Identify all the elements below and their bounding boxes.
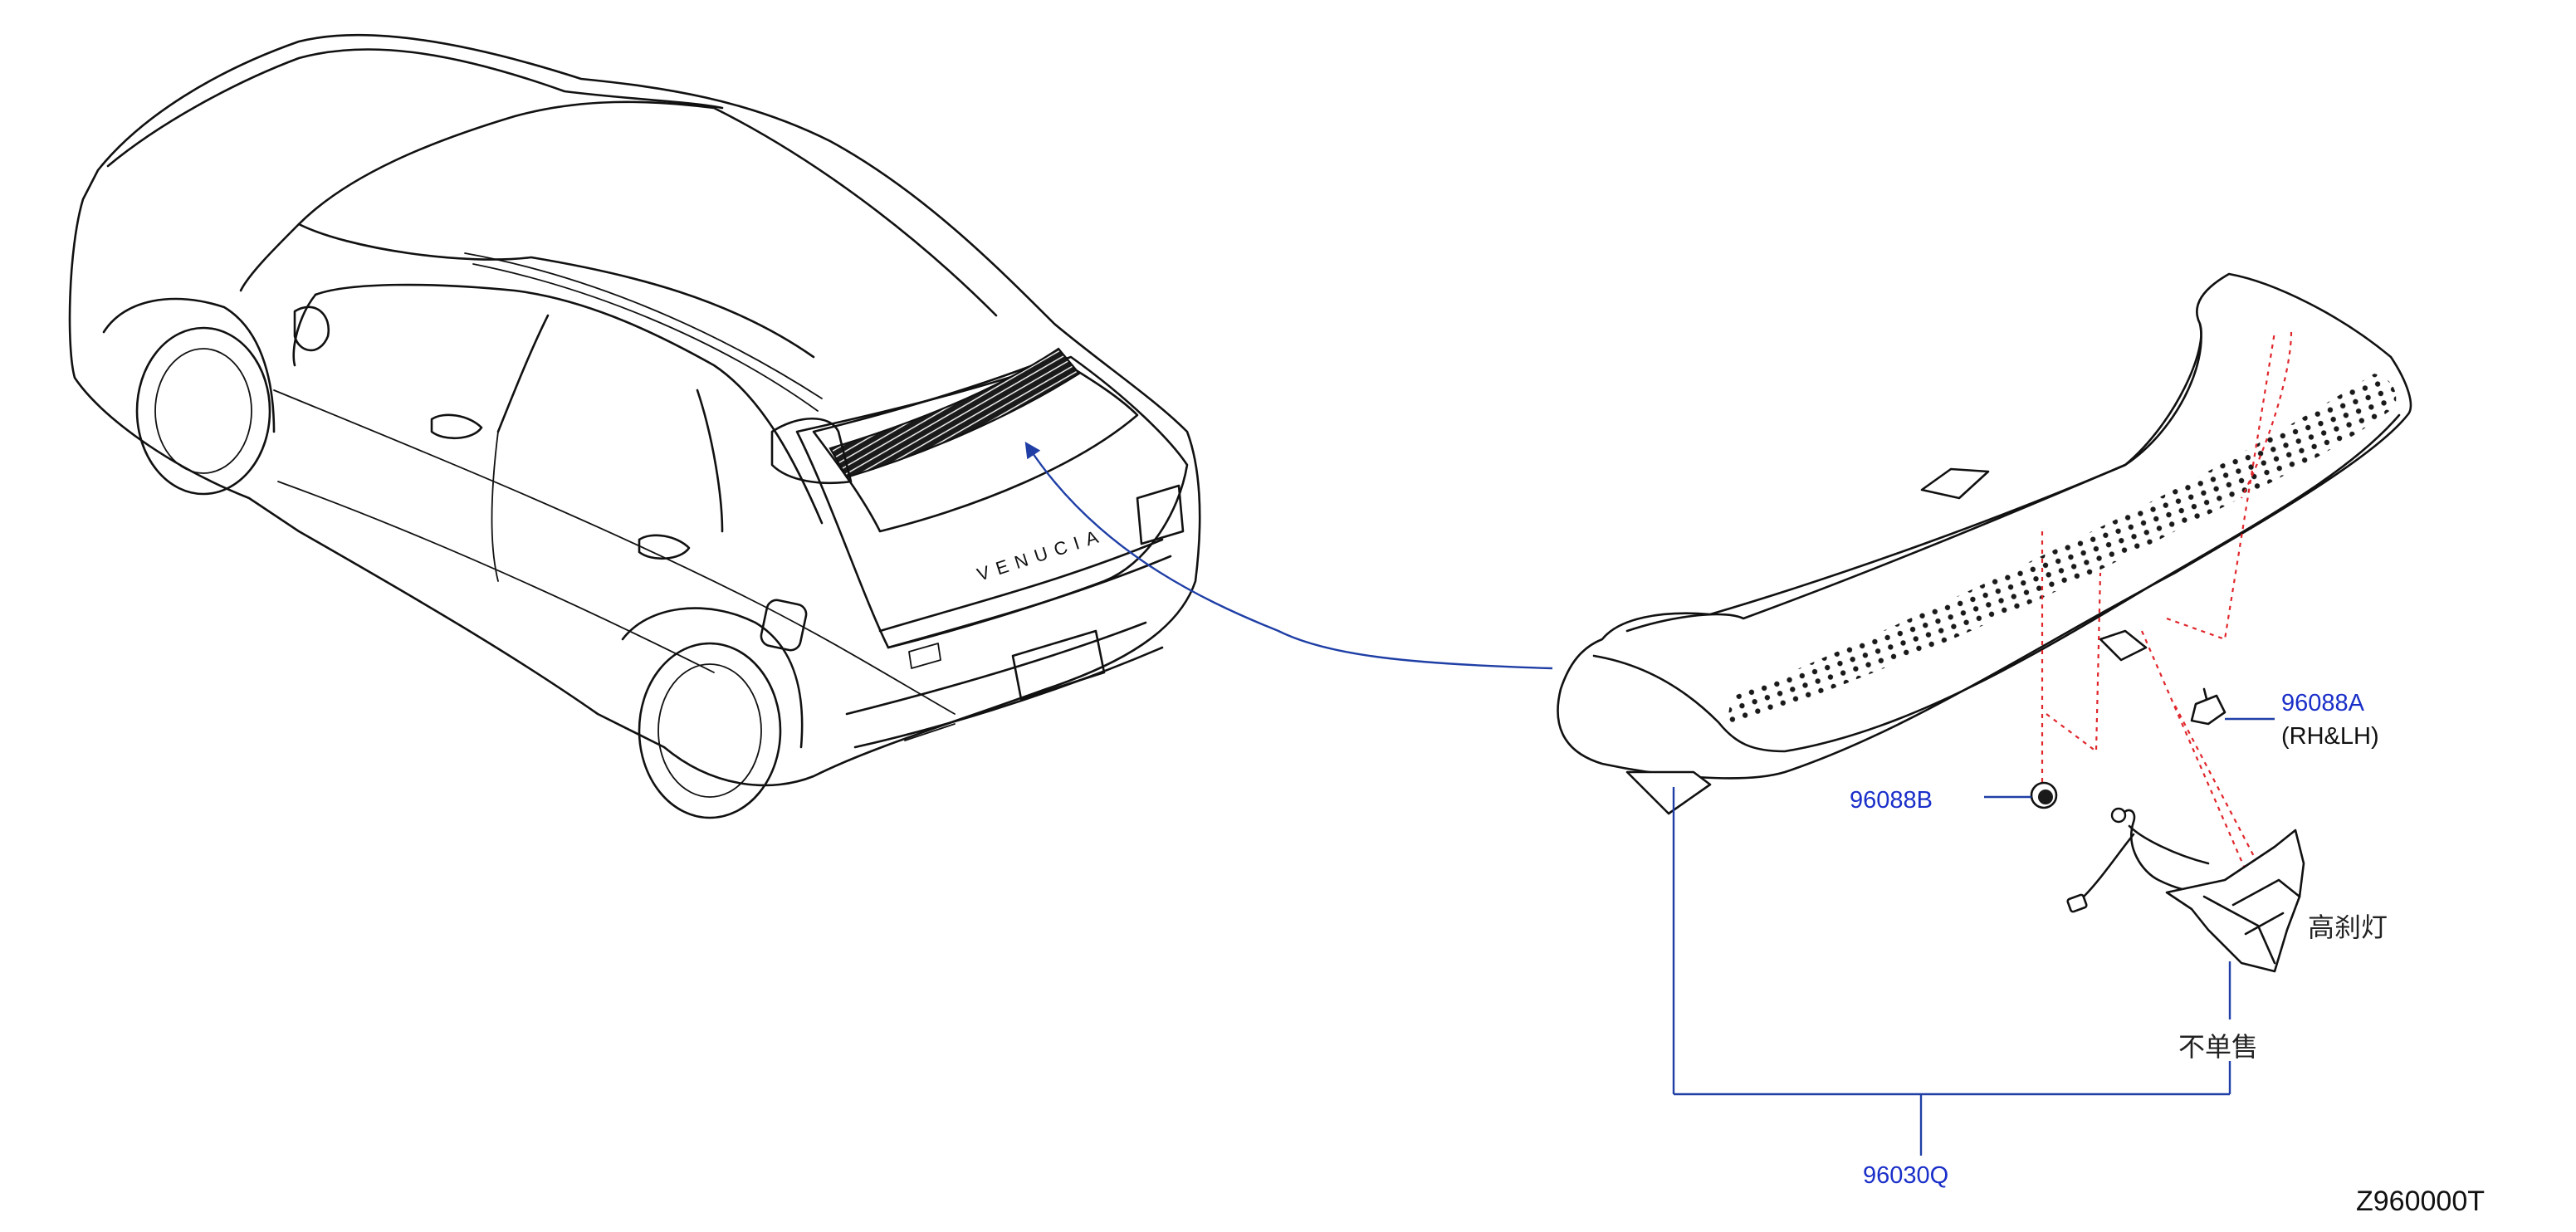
part-note-96088A: (RH&LH) (2281, 723, 2379, 750)
not-sold-separately-label: 不单售 (2178, 1031, 2258, 1063)
vehicle-badge: VENUCIA (975, 524, 1108, 584)
rear-spoiler (1557, 272, 2412, 815)
drawing-code: Z960000T (2356, 1186, 2485, 1217)
clip-96088A (2190, 687, 2275, 726)
vehicle-illustration: VENUCIA (68, 33, 1201, 819)
high-brake-light-label: 高刹灯 (2308, 912, 2388, 943)
hidden-lines (2041, 331, 2293, 881)
high-brake-light-assembly (2066, 807, 2305, 973)
part-label-96088B: 96088B (1850, 787, 1933, 814)
part-label-96088A: 96088A (2281, 690, 2365, 716)
assembly-bracket (1672, 787, 2231, 1156)
grommet-96088B (1984, 781, 2058, 809)
location-arrow (1024, 442, 1553, 670)
part-label-96030Q: 96030Q (1863, 1162, 1948, 1189)
